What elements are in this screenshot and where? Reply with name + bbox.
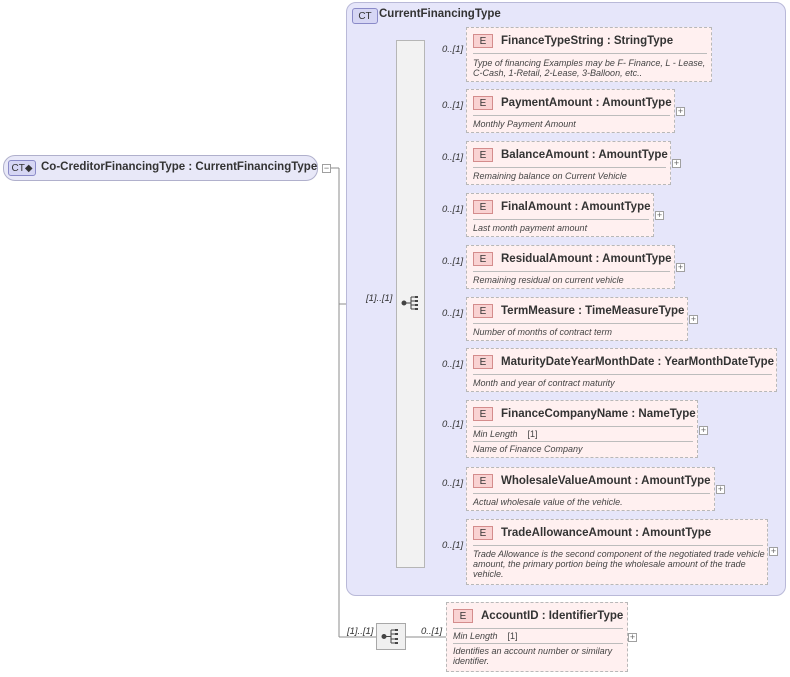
element-wholesale-value-amount[interactable]: E WholesaleValueAmount : AmountType Actua… bbox=[466, 467, 715, 511]
element-doc: Type of financing Examples may be F- Fin… bbox=[473, 58, 706, 78]
separator bbox=[473, 374, 772, 375]
separator bbox=[473, 53, 707, 54]
separator bbox=[473, 323, 683, 324]
group-badge: CT bbox=[352, 8, 378, 24]
element-name: MaturityDateYearMonthDate : YearMonthDat… bbox=[501, 356, 775, 368]
sequence-icon bbox=[381, 629, 398, 644]
element-doc: Remaining balance on Current Vehicle bbox=[473, 171, 627, 181]
element-doc: Number of months of contract term bbox=[473, 327, 613, 337]
expand-plus-icon[interactable]: + bbox=[676, 262, 685, 272]
element-finance-type-string[interactable]: E FinanceTypeString : StringType Type of … bbox=[466, 27, 712, 82]
element-doc: Actual wholesale value of the vehicle. bbox=[473, 497, 623, 507]
occurrence-label: 0..[1] bbox=[421, 626, 443, 637]
element-name: FinalAmount : AmountType bbox=[501, 201, 651, 213]
occurrence-label: 0..[1] bbox=[442, 478, 464, 489]
root-title: Co-CreditorFinancingType : CurrentFinanc… bbox=[41, 161, 318, 173]
separator bbox=[473, 545, 763, 546]
element-badge: E bbox=[473, 526, 493, 540]
sequence-icon[interactable] bbox=[400, 294, 422, 312]
element-doc: Identifies an account number or similary… bbox=[453, 646, 613, 666]
expand-plus-icon[interactable]: + bbox=[699, 425, 708, 435]
element-final-amount[interactable]: E FinalAmount : AmountType Last month pay… bbox=[466, 193, 654, 237]
element-doc: Remaining residual on current vehicle bbox=[473, 275, 624, 285]
separator bbox=[473, 493, 710, 494]
element-badge: E bbox=[473, 474, 493, 488]
element-name: TermMeasure : TimeMeasureType bbox=[501, 305, 685, 317]
occurrence-label: 0..[1] bbox=[442, 540, 464, 551]
facet-min-length: Min Length [1] bbox=[453, 631, 518, 641]
separator bbox=[473, 426, 693, 427]
separator bbox=[473, 115, 670, 116]
element-doc: Last month payment amount bbox=[473, 223, 588, 233]
sequence-occurrence: [1]..[1] bbox=[347, 626, 374, 637]
expand-plus-icon[interactable]: + bbox=[769, 546, 778, 556]
expand-plus-icon[interactable]: + bbox=[676, 106, 685, 116]
separator bbox=[453, 628, 623, 629]
element-doc: Monthly Payment Amount bbox=[473, 119, 576, 129]
separator bbox=[473, 441, 693, 442]
element-badge: E bbox=[473, 34, 493, 48]
separator bbox=[473, 219, 649, 220]
element-doc: Trade Allowance is the second component … bbox=[473, 549, 765, 579]
element-badge: E bbox=[473, 407, 493, 421]
expand-plus-icon[interactable]: + bbox=[689, 314, 698, 324]
element-badge: E bbox=[473, 200, 493, 214]
element-name: PaymentAmount : AmountType bbox=[501, 97, 672, 109]
element-term-measure[interactable]: E TermMeasure : TimeMeasureType Number of… bbox=[466, 297, 688, 341]
expand-plus-icon[interactable]: + bbox=[655, 210, 664, 220]
element-name: FinanceTypeString : StringType bbox=[501, 35, 674, 47]
occurrence-label: 0..[1] bbox=[442, 204, 464, 215]
occurrence-label: 0..[1] bbox=[442, 308, 464, 319]
element-trade-allowance-amount[interactable]: E TradeAllowanceAmount : AmountType Trade… bbox=[466, 519, 768, 585]
facet-label: Min Length bbox=[453, 631, 498, 641]
element-account-id[interactable]: E AccountID : IdentifierType Min Length [1… bbox=[446, 602, 628, 672]
element-badge: E bbox=[473, 148, 493, 162]
facet-label: Min Length bbox=[473, 429, 518, 439]
element-badge: E bbox=[473, 355, 493, 369]
occurrence-label: 0..[1] bbox=[442, 152, 464, 163]
element-badge: E bbox=[473, 252, 493, 266]
element-doc: Month and year of contract maturity bbox=[473, 378, 615, 388]
element-name: AccountID : IdentifierType bbox=[481, 610, 624, 622]
element-name: ResidualAmount : AmountType bbox=[501, 253, 672, 265]
element-name: BalanceAmount : AmountType bbox=[501, 149, 668, 161]
occurrence-label: 0..[1] bbox=[442, 44, 464, 55]
root-complex-type[interactable]: CT◆ Co-CreditorFinancingType : CurrentFi… bbox=[3, 155, 318, 181]
occurrence-label: 0..[1] bbox=[442, 359, 464, 370]
facet-value: [1] bbox=[527, 429, 538, 439]
element-name: WholesaleValueAmount : AmountType bbox=[501, 475, 711, 487]
occurrence-label: 0..[1] bbox=[442, 419, 464, 430]
separator bbox=[473, 167, 666, 168]
element-badge: E bbox=[473, 96, 493, 110]
element-balance-amount[interactable]: E BalanceAmount : AmountType Remaining ba… bbox=[466, 141, 671, 185]
element-name: TradeAllowanceAmount : AmountType bbox=[501, 527, 712, 539]
collapse-minus-icon[interactable]: − bbox=[322, 163, 331, 173]
sequence-occurrence: [1]..[1] bbox=[366, 293, 393, 304]
complex-type-badge: CT◆ bbox=[8, 160, 36, 176]
expand-plus-icon[interactable]: + bbox=[672, 158, 681, 168]
element-badge: E bbox=[473, 304, 493, 318]
expand-plus-icon[interactable]: + bbox=[716, 484, 725, 494]
element-payment-amount[interactable]: E PaymentAmount : AmountType Monthly Paym… bbox=[466, 89, 675, 133]
separator bbox=[473, 271, 670, 272]
occurrence-label: 0..[1] bbox=[442, 256, 464, 267]
element-doc: Name of Finance Company bbox=[473, 444, 583, 454]
sequence-bar bbox=[396, 40, 425, 568]
separator bbox=[453, 643, 623, 644]
element-finance-company-name[interactable]: E FinanceCompanyName : NameType Min Lengt… bbox=[466, 400, 698, 458]
facet-value: [1] bbox=[507, 631, 518, 641]
element-maturity-date[interactable]: E MaturityDateYearMonthDate : YearMonthDa… bbox=[466, 348, 777, 392]
occurrence-label: 0..[1] bbox=[442, 100, 464, 111]
element-badge: E bbox=[453, 609, 473, 623]
element-residual-amount[interactable]: E ResidualAmount : AmountType Remaining r… bbox=[466, 245, 675, 289]
sequence-box[interactable] bbox=[376, 623, 406, 650]
group-title: CurrentFinancingType bbox=[379, 8, 501, 20]
element-name: FinanceCompanyName : NameType bbox=[501, 408, 696, 420]
facet-min-length: Min Length [1] bbox=[473, 429, 538, 439]
expand-plus-icon[interactable]: + bbox=[628, 632, 637, 642]
root-badge-text: CT bbox=[11, 163, 25, 174]
